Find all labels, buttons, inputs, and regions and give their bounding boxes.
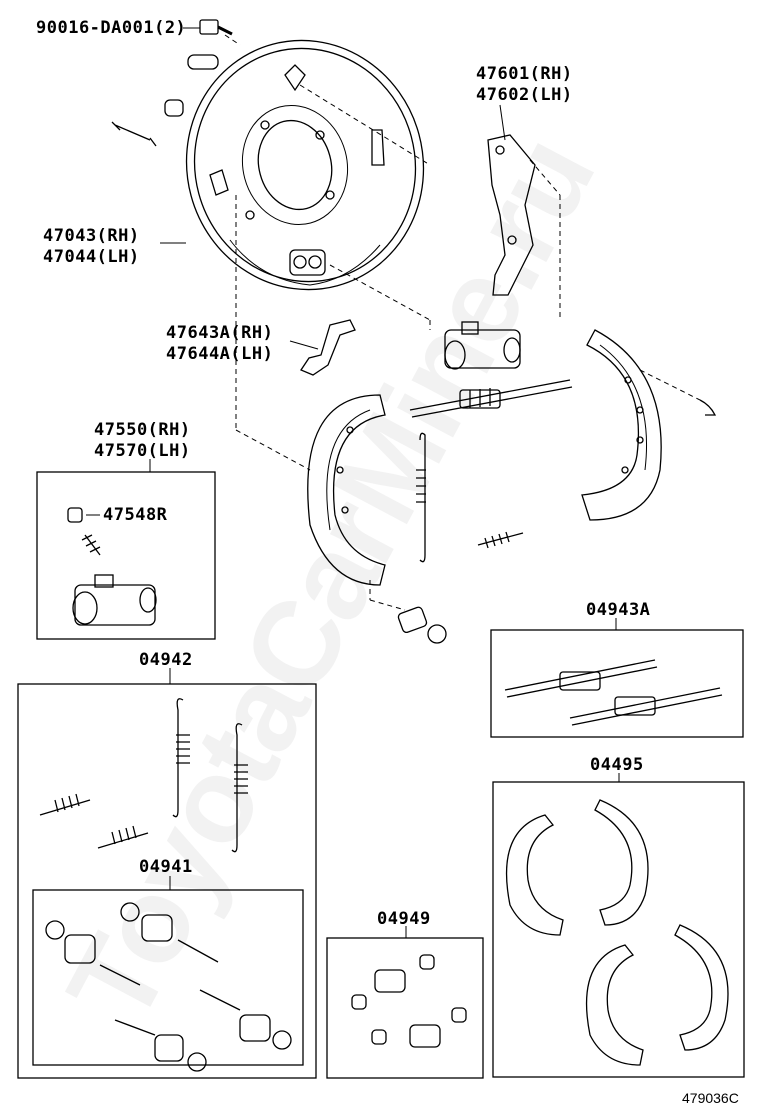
label-bolt: 90016-DA001(2) (36, 18, 187, 38)
springs-main (397, 432, 524, 644)
label-cylinder-lh: 47570(LH) (94, 441, 191, 461)
label-shoe-kit: 04495 (590, 755, 644, 775)
cylinder-kit-contents (67, 507, 157, 626)
shoe-kit-contents (506, 799, 729, 1066)
kit-box-cylinder-small (326, 937, 484, 1079)
label-lever-lh: 47602(LH) (476, 85, 573, 105)
strut-part (300, 319, 356, 376)
kit-box-shoe (492, 781, 745, 1078)
shoe-left-main (307, 394, 386, 586)
kit-box-spring (17, 683, 317, 1079)
cylinder-small-kit-contents (351, 954, 467, 1048)
kit-box-adjuster (490, 629, 744, 738)
label-bleeder: 47548R (103, 505, 168, 525)
parking-lever (487, 134, 536, 296)
label-hardware-kit: 04941 (139, 857, 193, 877)
diagram-code: 479036C (682, 1090, 739, 1106)
hardware-kit-contents (45, 902, 292, 1072)
label-strut-lh: 47644A(LH) (166, 344, 274, 364)
label-backing-plate-lh: 47044(LH) (43, 247, 140, 267)
spring-kit-contents (39, 698, 248, 853)
adjuster-kit-contents (504, 659, 723, 726)
label-strut-rh: 47643A(RH) (166, 323, 274, 343)
adjuster-main (409, 379, 573, 418)
backing-plate (185, 39, 425, 291)
kit-box-hardware (32, 889, 304, 1066)
label-cylinder-rh: 47550(RH) (94, 420, 191, 440)
leader-lines (86, 27, 620, 938)
label-spring-kit: 04942 (139, 650, 193, 670)
label-cylinder-small-kit: 04949 (377, 909, 431, 929)
bolt-parts (111, 19, 233, 147)
shoe-right-main (581, 329, 717, 521)
wheel-cylinder-main (444, 321, 521, 370)
label-lever-rh: 47601(RH) (476, 64, 573, 84)
kit-box-cylinder (36, 471, 216, 640)
label-backing-plate-rh: 47043(RH) (43, 226, 140, 246)
label-adjuster-kit: 04943A (586, 600, 651, 620)
